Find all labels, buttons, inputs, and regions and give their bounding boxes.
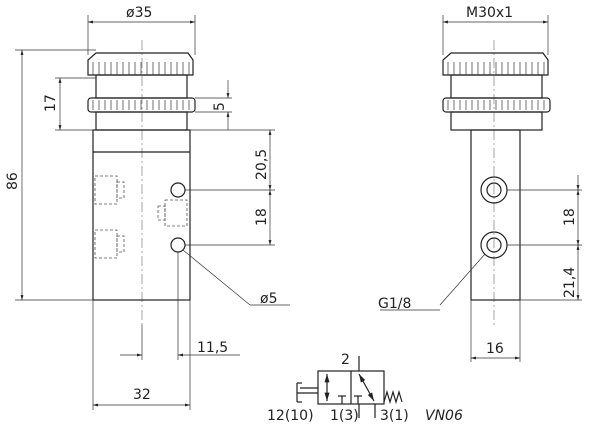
- knurled-ring: [87, 97, 196, 113]
- hidden-port: [94, 175, 118, 205]
- dim-thread: M30x1: [466, 5, 513, 21]
- front-view: ø35 86 17 5 20,5 18 ø5 11,5 32: [5, 5, 290, 410]
- knob-cap: [87, 52, 194, 76]
- model-label: VN06: [425, 408, 463, 424]
- knob-base: [95, 111, 188, 131]
- knob-neck: [450, 74, 543, 99]
- dim-knob-height: 17: [43, 94, 59, 112]
- port-1-label: 1(3): [330, 408, 359, 424]
- dim-diameter: ø35: [126, 5, 152, 21]
- dim-body-width: 32: [133, 387, 151, 403]
- hidden-port: [94, 229, 118, 259]
- dim-side-port-spacing: 18: [562, 208, 578, 226]
- port-hole: [170, 237, 186, 253]
- valve-body-side: [470, 129, 521, 301]
- port-3-label: 3(1): [380, 408, 409, 424]
- port-hole: [486, 182, 502, 198]
- side-view: M30x1 18 21,4 G1/8 16: [378, 5, 582, 362]
- pneumatic-symbol: 2 12(10) 1(3) 3(1) VN06: [267, 352, 463, 424]
- knob-base: [450, 111, 543, 131]
- dim-port-thread: G1/8: [378, 296, 411, 312]
- port-2-label: 2: [341, 352, 350, 368]
- leader-line: [439, 253, 486, 306]
- dim-port-offset-center: 11,5: [197, 340, 228, 356]
- hidden-port: [116, 181, 125, 199]
- dim-port-offset-bottom: 21,4: [562, 267, 578, 298]
- spring-icon: [383, 389, 403, 405]
- knurl-pattern: [92, 62, 190, 110]
- dim-hole-diameter: ø5: [260, 291, 277, 307]
- port-hole: [486, 237, 502, 253]
- hidden-port: [116, 235, 125, 253]
- knob-cap: [442, 52, 549, 76]
- push-button-icon: [296, 382, 318, 403]
- dim-side-body-width: 16: [486, 341, 504, 357]
- dim-port-spacing: 18: [254, 208, 270, 226]
- hidden-port: [164, 199, 188, 227]
- knurled-ring: [442, 97, 551, 113]
- port-12-label: 12(10): [267, 408, 314, 424]
- valve-body: [92, 129, 191, 301]
- knob-neck: [95, 74, 188, 99]
- leader-line: [182, 249, 251, 306]
- hidden-port: [157, 205, 166, 221]
- flow-arrow: [358, 373, 375, 402]
- dim-total-height: 86: [5, 172, 21, 190]
- knurl-pattern: [447, 62, 545, 110]
- dim-ring-width: 5: [212, 102, 228, 111]
- dim-port-offset-top: 20,5: [254, 149, 270, 180]
- port-hole: [170, 182, 186, 198]
